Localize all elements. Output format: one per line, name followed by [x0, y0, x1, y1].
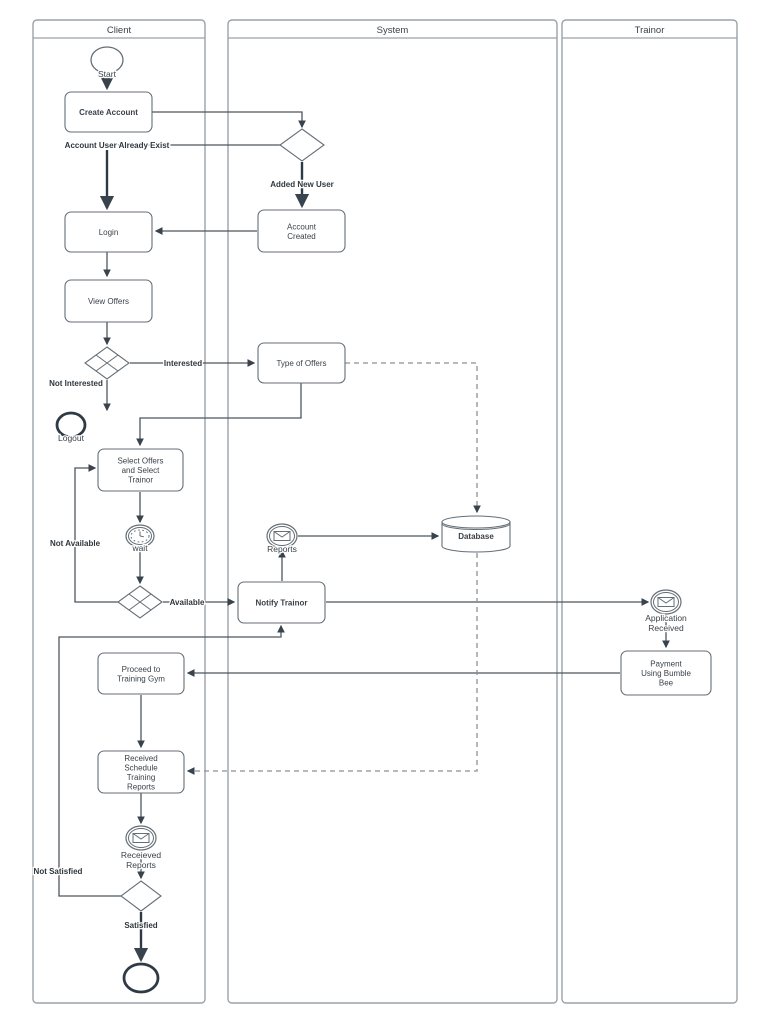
end-event: [122, 962, 160, 994]
label-not-interested: Not Interested: [49, 379, 103, 388]
swimlanes-layer: Client System Trainor: [32, 19, 738, 1004]
login-box: [64, 211, 153, 253]
label-satisfied: Satisfied: [124, 921, 157, 930]
gateway-interested: [84, 346, 130, 380]
label-available: Available: [170, 598, 205, 607]
gateway-available: [117, 585, 163, 619]
create-account-box: [64, 91, 153, 133]
proceed-gym-box: [97, 652, 185, 695]
start-circle-icon: [90, 46, 124, 74]
label-not-satisfied: Not Satisfied: [34, 867, 83, 876]
label-not-available: Not Available: [50, 539, 101, 548]
label-interested: Interested: [164, 359, 202, 368]
database-cylinder-icon: [441, 522, 511, 553]
wait-timer-label: wait: [131, 543, 148, 553]
view-offers-label: View Offers: [88, 297, 129, 306]
logout-event: [55, 411, 87, 439]
database-rim-icon: [441, 523, 511, 530]
envelope-flap-icon: [657, 597, 675, 604]
timer-inner-ring: [128, 527, 152, 545]
select-offers-box: [97, 448, 184, 492]
gateway-diamond-icon: [279, 128, 325, 162]
login-label: Login: [99, 228, 119, 237]
account-created-box: [257, 209, 346, 253]
edge-gateway-available-to-select-offers: [74, 464, 118, 603]
notify-trainor-label: Notify Trainor: [255, 599, 307, 608]
gateway-x-icon: [128, 593, 152, 611]
start-event: [90, 46, 124, 74]
lane-trainor: Trainor: [561, 19, 738, 1004]
end-circle-icon: [122, 962, 160, 994]
create-account: Create Account: [64, 91, 153, 133]
received-reports-event: [125, 825, 157, 851]
lane-trainor-title: Trainor: [635, 25, 665, 36]
envelope-flap-icon: [273, 531, 291, 538]
lane-system: System: [227, 19, 558, 1004]
edge-type-of-offers-to-select-offers: [136, 383, 302, 447]
notify-trainor: Notify Trainor: [237, 581, 326, 624]
type-of-offers: Type of Offers: [257, 342, 346, 384]
edges-layer: [58, 74, 670, 963]
message-inner-ring: [269, 526, 295, 546]
notify-trainor-box: [237, 581, 326, 624]
logout-event-label: Logout: [58, 433, 85, 443]
clock-hand-icon: [139, 535, 144, 538]
received-schedule-box: [97, 750, 185, 794]
type-of-offers-box: [257, 342, 346, 384]
gateway-x-icon: [95, 354, 119, 372]
payment-bumble-box: [620, 650, 712, 696]
login: Login: [64, 211, 153, 253]
lane-trainor-border: [561, 19, 738, 1004]
edge-database-to-received-schedule: [186, 553, 478, 775]
edge-gateway-satisfied-to-notify-trainor: [58, 624, 285, 897]
envelope-icon: [273, 531, 291, 541]
lane-client-title: Client: [107, 25, 132, 36]
label-account-user-already-exist: Account User Already Exist: [65, 141, 170, 150]
envelope-flap-icon: [132, 833, 150, 840]
database-rim-icon: [441, 515, 511, 529]
lane-system-border: [227, 19, 558, 1004]
reports-event-label: Reports: [267, 544, 297, 554]
gateway-diamond-icon: [120, 880, 162, 912]
gateway-satisfied: [120, 880, 162, 912]
reports-event: [266, 523, 298, 549]
view-offers-box: [64, 279, 153, 323]
envelope-icon: [657, 597, 675, 607]
end-circle-icon: [55, 411, 87, 439]
message-inner-ring: [128, 828, 154, 848]
wait-timer: [125, 524, 155, 548]
type-of-offers-label: Type of Offers: [276, 359, 326, 368]
envelope-icon: [132, 833, 150, 843]
start-event-label: Start: [98, 69, 117, 79]
view-offers: View Offers: [64, 279, 153, 323]
database-label: Database: [458, 532, 494, 541]
application-received-event: [650, 589, 682, 615]
clock-tick-ring-icon: [130, 529, 150, 543]
label-added-new-user: Added New User: [270, 180, 334, 189]
edge-create-account-to-gateway-new-user: [152, 111, 306, 129]
database: Database: [441, 515, 511, 553]
create-account-label: Create Account: [79, 108, 138, 117]
gateway-new-user: [279, 128, 325, 162]
lane-system-title: System: [377, 25, 409, 36]
message-inner-ring: [653, 592, 679, 612]
